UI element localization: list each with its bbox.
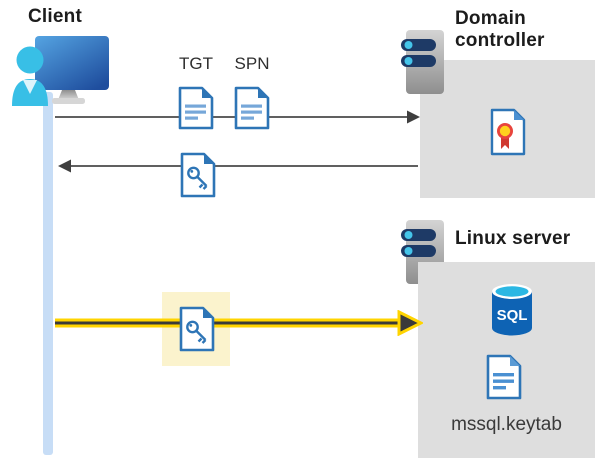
domain-controller-title: Domain controller <box>455 8 545 51</box>
client-computer-icon <box>12 36 109 106</box>
sql-database-icon: SQL <box>492 284 532 336</box>
certificate-icon <box>490 108 526 156</box>
keytab-file-icon <box>486 354 522 400</box>
tgt-label: TGT <box>179 54 213 73</box>
monitor-icon <box>35 36 109 104</box>
highlighted-key-ticket-icon <box>179 306 215 352</box>
tgt-document-icon <box>178 86 214 130</box>
domain-controller-server-icon <box>401 30 444 94</box>
linux-server-title: Linux server <box>455 228 571 249</box>
key-ticket-icon <box>180 152 216 198</box>
keytab-filename-label: mssql.keytab <box>451 414 562 435</box>
kerberos-auth-arrow <box>55 310 423 336</box>
spn-label: SPN <box>234 54 270 73</box>
user-icon <box>12 46 48 106</box>
client-timeline-bar <box>43 92 53 455</box>
response-arrow <box>58 159 418 173</box>
request-arrow <box>55 110 420 124</box>
sql-badge-text: SQL <box>497 307 528 324</box>
spn-document-icon <box>234 86 270 130</box>
client-title: Client <box>28 6 82 27</box>
linux-server-icon <box>401 220 444 284</box>
